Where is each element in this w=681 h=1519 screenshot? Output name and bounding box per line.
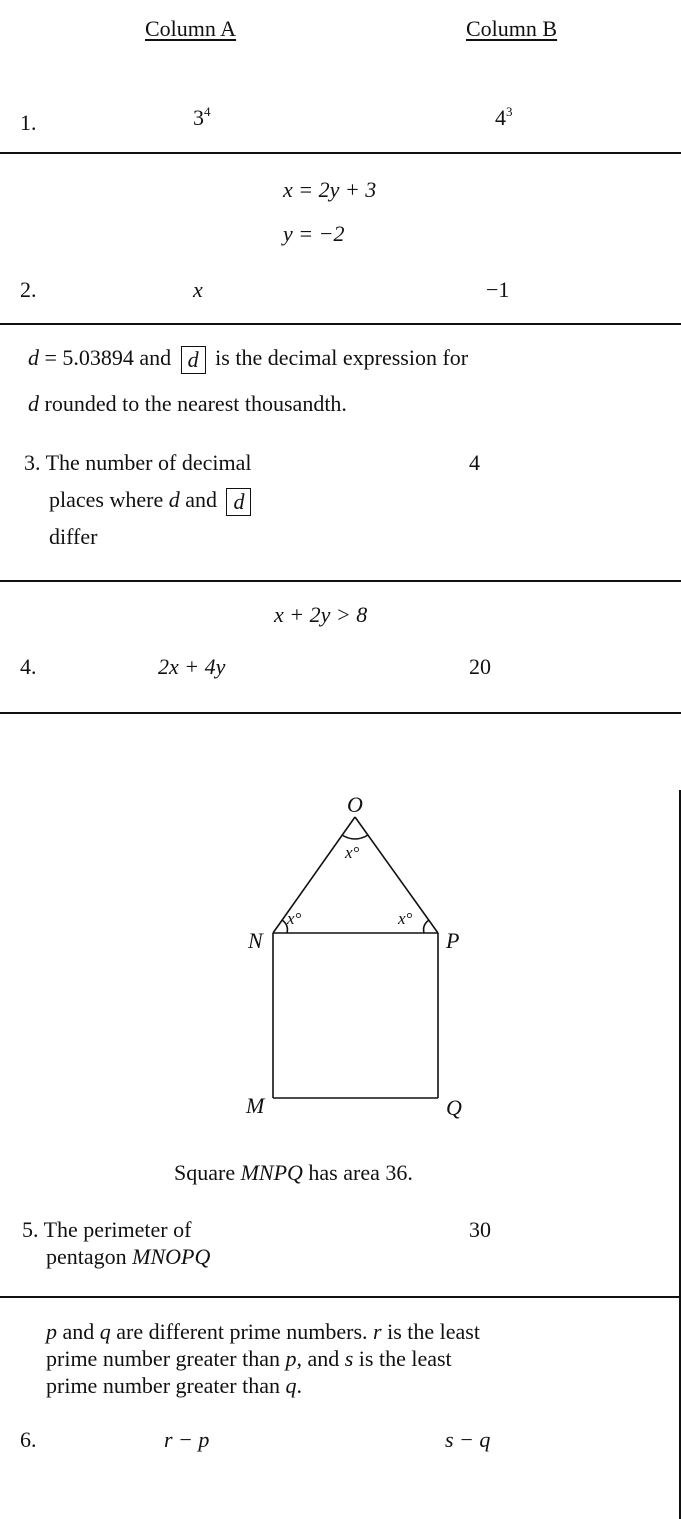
q5-a-line2-name: MNOPQ [132, 1244, 211, 1269]
q6-number: 6. [20, 1427, 37, 1452]
q3-column-a-line-3: differ [49, 524, 98, 549]
q3-given-value: = 5.03894 and [39, 345, 177, 370]
q3-given-box-d: d [180, 345, 206, 374]
edge-o-p [354, 816, 439, 934]
divider-5 [0, 1296, 681, 1298]
q5-a-line2-pre: pentagon [46, 1244, 133, 1269]
q6-line2-pre: prime number greater than [46, 1346, 286, 1371]
q3-given-line2-rest: rounded to the nearest thousandth. [39, 391, 347, 416]
angle-arc-p [422, 919, 430, 934]
q6-given-line-3: prime number greater than q. [46, 1373, 302, 1399]
q1-b-exponent: 3 [506, 104, 513, 119]
angle-label-o: x° [344, 843, 360, 862]
q1-column-b: 43 [495, 104, 513, 131]
q2-given-line-1: x = 2y + 3 [283, 177, 377, 202]
q2-number: 2. [20, 277, 37, 302]
q1-b-base: 4 [495, 105, 506, 130]
q6-mid: are different prime numbers. [110, 1319, 374, 1344]
q5-column-b: 30 [469, 1217, 491, 1242]
q6-line3-end: . [296, 1373, 302, 1398]
q6-given-line-1: p and q are different prime numbers. r i… [46, 1319, 480, 1345]
divider-3 [0, 580, 681, 582]
q6-q: q [99, 1319, 111, 1344]
q6-line2-end: is the least [353, 1346, 452, 1371]
vertex-label-m: M [245, 1093, 266, 1118]
q6-line2-s: s [344, 1346, 354, 1371]
q3-column-a-line-2: places where d and d [49, 487, 255, 516]
divider-2 [0, 323, 681, 325]
column-a-header: Column A [145, 16, 237, 41]
q3-given-line-1: d = 5.03894 and d is the decimal express… [28, 345, 468, 374]
q6-column-a: r − p [164, 1427, 210, 1452]
q3-a-line2-pre: places where [49, 487, 169, 512]
angle-arc-n [281, 919, 289, 934]
q2-given-line-2: y = −2 [283, 221, 345, 246]
vertex-label-o: O [347, 792, 363, 817]
q6-column-b: s − q [445, 1427, 491, 1452]
q3-column-b: 4 [469, 450, 480, 475]
angle-label-p: x° [397, 909, 413, 928]
q6-r: r [373, 1319, 382, 1344]
q4-column-b: 20 [469, 654, 491, 679]
vertex-label-p: P [445, 928, 459, 953]
q1-a-base: 3 [193, 105, 204, 130]
angle-arc-o [341, 834, 369, 840]
q1-number: 1. [20, 110, 37, 135]
q3-a-line2-and: and [179, 487, 223, 512]
q5-caption-post: has area 36. [302, 1160, 413, 1185]
q5-caption-name: MNPQ [240, 1160, 303, 1185]
q4-column-a: 2x + 4y [158, 654, 226, 679]
q6-given-line-2: prime number greater than p, and s is th… [46, 1346, 452, 1372]
q4-number: 4. [20, 654, 37, 679]
q6-and-1: and [57, 1319, 100, 1344]
q1-column-a: 34 [193, 104, 211, 131]
q5-column-a-line-1: 5. The perimeter of [22, 1217, 192, 1242]
q5-column-a-line-2: pentagon MNOPQ [46, 1244, 210, 1270]
q3-given-d: d [28, 345, 39, 370]
vertex-label-n: N [247, 928, 264, 953]
angle-label-n: x° [286, 909, 302, 928]
column-b-header: Column B [466, 16, 558, 41]
q5-caption: Square MNPQ has area 36. [174, 1160, 413, 1186]
q3-given-line2-d: d [28, 391, 39, 416]
q5-caption-pre: Square [174, 1160, 241, 1185]
q3-a-line2-box-d: d [226, 487, 252, 516]
page-edge-rule [679, 790, 681, 1519]
divider-1 [0, 152, 681, 154]
q6-line3-q: q [285, 1373, 297, 1398]
q3-column-a-line-1: 3. The number of decimal [24, 450, 252, 475]
q6-line2-p: p [285, 1346, 297, 1371]
vertex-label-q: Q [446, 1095, 462, 1120]
q1-a-exponent: 4 [204, 104, 211, 119]
edge-o-n [272, 816, 356, 934]
q2-column-b: −1 [486, 277, 510, 302]
q3-given-rest: is the decimal expression for [209, 345, 469, 370]
q3-given-line-2: d rounded to the nearest thousandth. [28, 391, 347, 417]
q2-column-a: x [193, 277, 203, 302]
q6-p: p [46, 1319, 57, 1344]
divider-4 [0, 712, 681, 714]
q4-given: x + 2y > 8 [274, 602, 368, 627]
q6-line3-pre: prime number greater than [46, 1373, 286, 1398]
q6-end-1: is the least [381, 1319, 480, 1344]
q6-line2-and: , and [296, 1346, 345, 1371]
q3-a-line2-d: d [168, 487, 180, 512]
